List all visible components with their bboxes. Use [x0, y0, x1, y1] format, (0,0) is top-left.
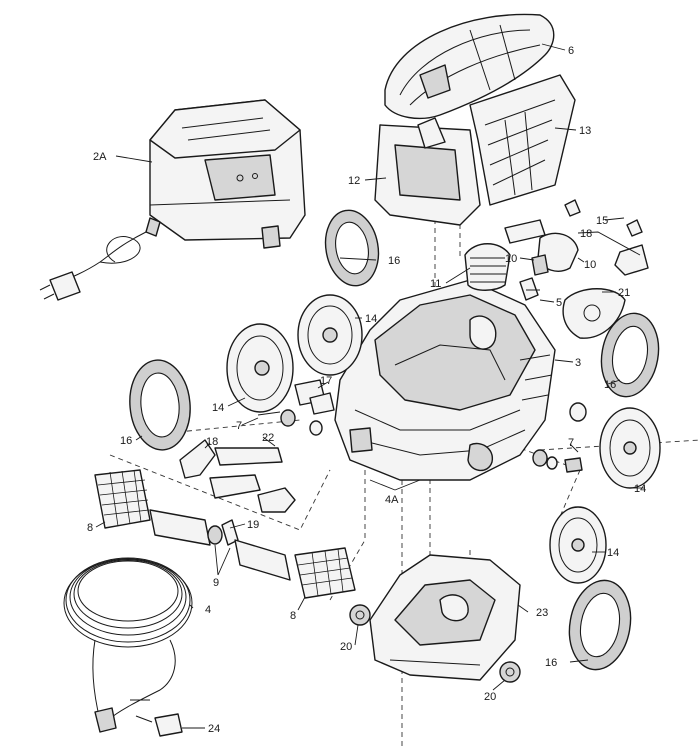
- swivel-24: [130, 699, 183, 737]
- label-20-left: 20: [340, 641, 352, 653]
- label-4: 4: [205, 604, 211, 616]
- filter-panel-13: [469, 74, 576, 206]
- screws-15: [564, 199, 643, 237]
- label-11: 11: [430, 278, 441, 290]
- label-19: 19: [247, 519, 259, 531]
- clip-5: [519, 277, 540, 301]
- label-24: 24: [208, 723, 220, 735]
- label-7-right: 7: [568, 437, 574, 449]
- label-14-upper: 14: [365, 313, 377, 325]
- label-12: 12: [348, 175, 360, 187]
- main-body-3: [334, 279, 556, 481]
- filter-canister-12: [374, 117, 481, 226]
- wheel-14-bottom-right: [549, 506, 607, 584]
- label-8-left: 8: [87, 522, 93, 534]
- label-14-left: 14: [212, 402, 224, 414]
- label-16-left: 16: [120, 435, 132, 447]
- label-16-bottom: 16: [545, 657, 557, 669]
- label-2a: 2A: [93, 151, 107, 163]
- brush-axle-9-19: [149, 509, 291, 581]
- wheel-14-left: [226, 323, 294, 413]
- label-15: 15: [596, 215, 608, 227]
- label-13: 13: [579, 125, 591, 137]
- label-5: 5: [556, 297, 562, 309]
- label-9: 9: [213, 577, 219, 589]
- wheel-tread-16-upper-left: [324, 209, 380, 287]
- wheel-14-upper-left: [297, 294, 363, 376]
- label-14-bottom: 14: [607, 547, 619, 559]
- wheel-14-right: [599, 407, 661, 489]
- axle-hardware-7-right: [532, 402, 587, 473]
- label-8-right: 8: [290, 610, 296, 622]
- skirt-18-22: [179, 439, 296, 513]
- label-21: 21: [618, 287, 630, 299]
- wheel-tread-16-bottom: [568, 579, 632, 671]
- gear-20-left: [349, 604, 371, 626]
- wheel-tread-16-right: [600, 312, 660, 398]
- leader-lines: [95, 43, 645, 729]
- axle-hardware-17: [294, 379, 335, 415]
- top-cover-6: [384, 13, 555, 120]
- label-20-right: 20: [484, 691, 496, 703]
- impeller-11: [464, 243, 511, 291]
- part-labels: 2A 6 13 12 15 18 10 10 11 5 21 3 16 14 1…: [87, 45, 646, 735]
- gear-20-right: [499, 661, 521, 683]
- cable-4: [63, 557, 193, 733]
- label-17: 17: [320, 375, 332, 387]
- label-3: 3: [575, 357, 581, 369]
- label-7-left: 7: [236, 420, 242, 432]
- side-cover-21: [562, 288, 626, 339]
- power-supply-2a: [39, 99, 306, 301]
- brush-8-right: [294, 547, 356, 599]
- label-22: 22: [262, 432, 274, 444]
- label-23: 23: [536, 607, 548, 619]
- motor-cap-10: [531, 232, 579, 276]
- axle-hardware-7-left: [257, 409, 323, 436]
- label-6: 6: [568, 45, 574, 57]
- bottom-chassis-23: [369, 554, 521, 681]
- brush-8-left: [94, 469, 151, 529]
- wheel-tread-16-left: [129, 359, 191, 451]
- label-18-left: 18: [206, 436, 218, 448]
- label-10-left: 10: [505, 253, 517, 265]
- label-14-right: 14: [634, 483, 646, 495]
- label-10-right: 10: [584, 259, 596, 271]
- bumper-18-top: [504, 219, 649, 276]
- label-4a: 4A: [385, 494, 399, 506]
- label-16-upper: 16: [388, 255, 400, 267]
- label-18-top: 18: [580, 228, 592, 240]
- label-16-right: 16: [604, 379, 616, 391]
